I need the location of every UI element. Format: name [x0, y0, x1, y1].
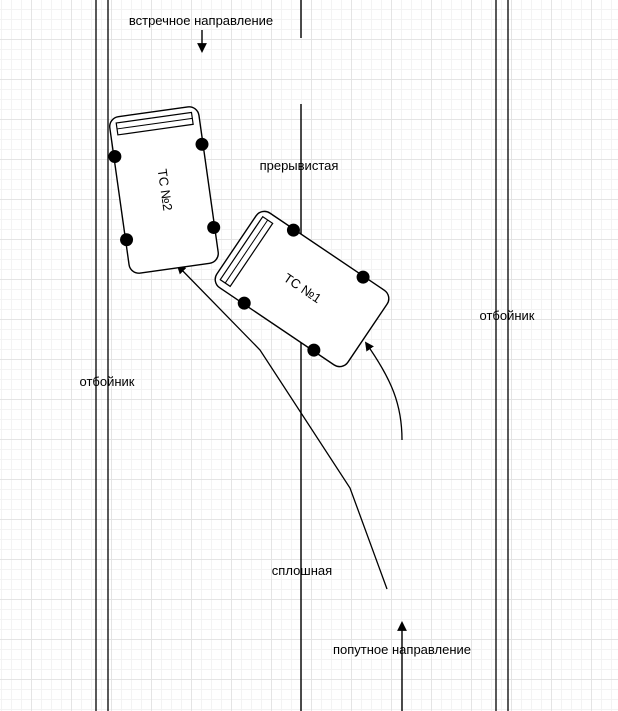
- vehicle-2-wheel: [195, 137, 209, 151]
- vehicle-1-wheel: [286, 223, 300, 237]
- left-guardrail: [95, 0, 109, 711]
- vehicle-2-wheel: [108, 150, 122, 164]
- vehicle-2-label: ТС №2: [155, 168, 176, 212]
- right-guardrail-label: отбойник: [480, 308, 535, 323]
- same-direction-label: попутное направление: [333, 642, 471, 657]
- vehicle-1-wheel: [307, 343, 321, 357]
- dashed-line-label: прерывистая: [260, 158, 339, 173]
- vehicle-1-trajectory: [364, 341, 403, 441]
- vehicle-1: ТС №1: [214, 210, 390, 368]
- vehicle-2-trajectory: [176, 264, 388, 590]
- vehicle-2-wheel: [120, 233, 134, 247]
- vehicle-1-wheel: [356, 270, 370, 284]
- solid-line-label: сплошная: [272, 563, 332, 578]
- vehicle-1-wheel: [237, 296, 251, 310]
- right-guardrail: [495, 0, 509, 711]
- vehicle-2: ТС №2: [108, 106, 221, 274]
- oncoming-direction-label: встречное направление: [129, 13, 273, 28]
- vehicle-2-wheel: [207, 220, 221, 234]
- left-guardrail-label: отбойник: [80, 374, 135, 389]
